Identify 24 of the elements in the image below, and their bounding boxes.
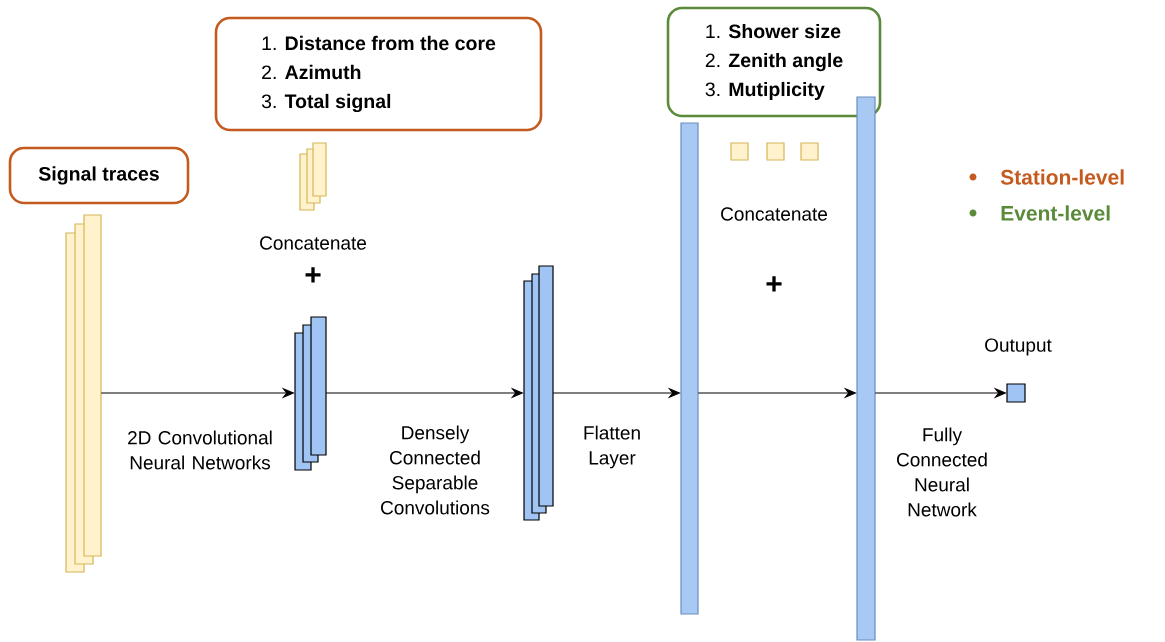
concatenate-label: Concatenate [260, 236, 366, 250]
label-box: 1. Distance from the core 2. Azimuth 3. Total signal [214, 16, 543, 132]
legend-label: Station-level [1000, 169, 1124, 185]
edge-label: Flatten Layer [584, 425, 640, 469]
layer-stack [294, 316, 327, 471]
legend-label: Event-level [1001, 205, 1110, 221]
edge-label: Fully Connected Neural Network [897, 427, 987, 517]
edge-label: 2D Convolutional Neural Networks [128, 430, 272, 470]
square-block [800, 142, 819, 161]
layer-stack [65, 214, 102, 573]
edge-label: Densely Connected Separable Convolutions [381, 425, 490, 515]
square-block [730, 142, 749, 161]
square-block [1006, 383, 1026, 403]
square-block [766, 142, 785, 161]
label-box: Signal traces [8, 146, 190, 205]
label-box: 1. Shower size 2. Zenith angle 3. Mutiplicity [666, 6, 882, 118]
layer-stack [523, 265, 554, 521]
output-label: Outuput [985, 338, 1052, 356]
concatenate-label: Concatenate [721, 207, 827, 221]
layer-stack [856, 96, 876, 641]
layer-stack [680, 122, 699, 615]
plus-sign: + [305, 267, 321, 283]
plus-sign: + [766, 276, 782, 292]
layer-stack [299, 142, 327, 211]
